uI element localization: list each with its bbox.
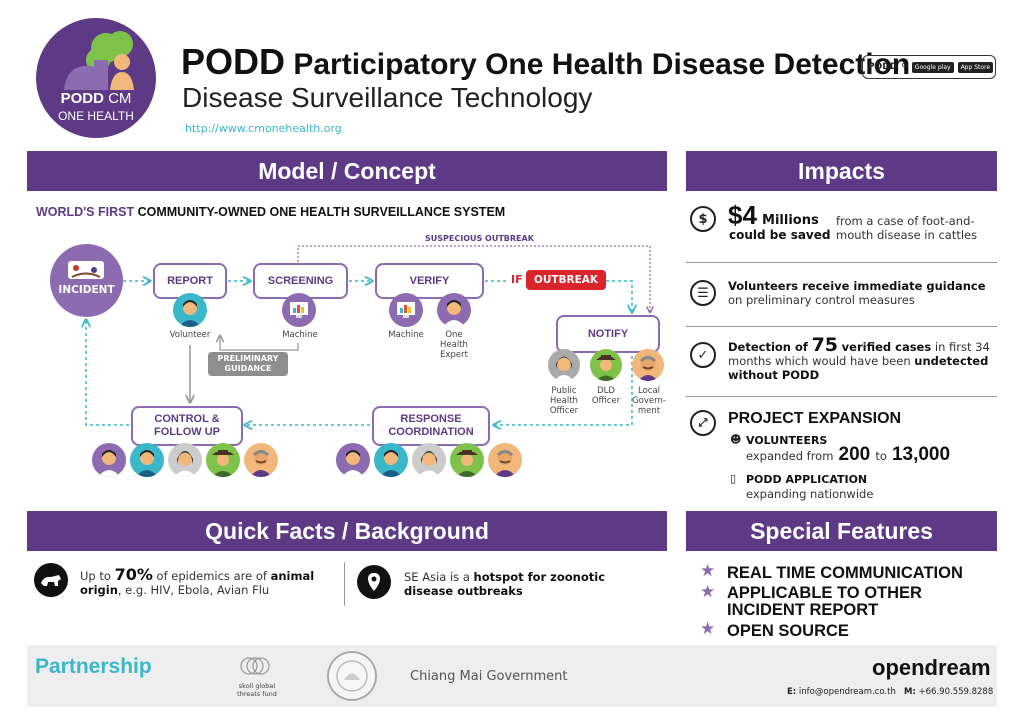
response-avatar-4 (450, 443, 484, 477)
incident-node: INCIDENT (50, 244, 123, 317)
impact-savings-desc: from a case of foot-and-mouth disease in… (836, 214, 978, 242)
location-pin-icon (357, 565, 391, 599)
volunteer-avatar (173, 293, 207, 327)
verify-node: VERIFY (375, 263, 484, 299)
volunteers-label: VOLUNTEERS (746, 434, 828, 447)
expert-avatar (437, 293, 471, 327)
email-link[interactable]: info@opendream.co.th (798, 687, 896, 697)
volunteer-caption: Volunteer (169, 330, 211, 340)
search-icon: ⚲ (901, 62, 908, 72)
quick-facts-header: Quick Facts / Background (27, 511, 667, 551)
impacts-divider-3 (686, 396, 997, 397)
app-store-badges: PODD ⚲ Google play App Store (862, 55, 996, 79)
page-subtitle: Disease Surveillance Technology (182, 82, 593, 113)
animals-icon (68, 261, 104, 279)
feature-applicable-1: APPLICABLE TO OTHER (727, 584, 922, 602)
control-avatar-5 (244, 443, 278, 477)
dollar-icon: $ (690, 206, 716, 232)
store-podd-label: PODD (868, 62, 898, 72)
feature-open-source: OPEN SOURCE (727, 622, 849, 640)
local-government-avatar (632, 349, 664, 381)
response-avatar-5 (488, 443, 522, 477)
impacts-divider-2 (686, 326, 997, 327)
contact-info: E: info@opendream.co.th M: +66.90.559.82… (787, 687, 994, 697)
page-title: PODD Participatory One Health Disease De… (181, 41, 911, 82)
app-store-badge[interactable]: App Store (957, 61, 994, 73)
star-icon: ★ (700, 561, 716, 581)
logo-figures-icon (64, 31, 134, 90)
computer-icon (290, 302, 308, 318)
control-avatar-4 (206, 443, 240, 477)
impacts-header: Impacts (686, 151, 997, 191)
machine-avatar-screening (282, 293, 316, 327)
checkmark-icon: ✓ (690, 342, 716, 368)
machine-caption-screening: Machine (282, 330, 318, 340)
fact-animal-origin: Up to 70% of epidemics are of animal ori… (80, 565, 315, 598)
impacts-divider-1 (686, 262, 997, 263)
feature-applicable-2: INCIDENT REPORT (727, 601, 879, 619)
logo-title: PODD CM (60, 90, 132, 107)
google-play-badge[interactable]: Google play (911, 61, 954, 73)
feature-real-time: REAL TIME COMMUNICATION (727, 564, 963, 582)
suspecious-outbreak-label: SUSPECIOUS OUTBREAK (425, 234, 534, 243)
podd-logo: PODD CM ONE HEALTH (36, 18, 156, 138)
computer-icon (397, 302, 415, 318)
notify-node: NOTIFY (556, 315, 660, 353)
special-features-header: Special Features (686, 511, 997, 551)
flow-arrows (0, 245, 680, 510)
model-concept-header: Model / Concept (27, 151, 667, 191)
response-avatar-2 (374, 443, 408, 477)
impact-detection: Detection of 75 verified cases in first … (728, 334, 990, 383)
app-label: PODD APPLICATION (746, 473, 868, 486)
phone-icon: ▯ (730, 472, 737, 485)
star-icon: ★ (700, 619, 716, 639)
document-icon: ☰ (690, 280, 716, 306)
impact-guidance: Volunteers receive immediate guidance on… (728, 279, 986, 307)
impact-saved-label: could be saved (729, 228, 831, 242)
animal-icon (34, 563, 68, 597)
skoll-logo-icon (237, 653, 277, 683)
control-follow-up-node: CONTROL &FOLLOW UP (131, 406, 243, 446)
project-expansion-title: PROJECT EXPANSION (728, 410, 902, 427)
logo-subtitle: ONE HEALTH (58, 109, 134, 123)
incident-label: INCIDENT (58, 284, 115, 296)
app-desc: expanding nationwide (746, 487, 874, 501)
if-label: IF (511, 273, 523, 286)
opendream-logo: opendream (872, 655, 991, 680)
facts-divider (344, 562, 345, 606)
impact-savings: $4 Millions (728, 200, 819, 230)
machine-avatar-verify (389, 293, 423, 327)
expand-icon: ⤢ (690, 410, 716, 436)
public-health-officer-avatar (548, 349, 580, 381)
star-icon: ★ (700, 582, 716, 602)
user-icon: ☻ (730, 433, 742, 446)
outbreak-badge: OUTBREAK (526, 270, 606, 290)
volunteers-growth: expanded from 200 to 13,000 (746, 444, 951, 465)
response-avatar-1 (336, 443, 370, 477)
chiang-mai-government-label: Chiang Mai Government (410, 669, 568, 684)
control-avatar-3 (168, 443, 202, 477)
control-avatar-2 (130, 443, 164, 477)
control-avatar-1 (92, 443, 126, 477)
fact-hotspot: SE Asia is a hotspot for zoonotic diseas… (404, 570, 606, 598)
model-tagline: WORLD'S FIRST COMMUNITY-OWNED ONE HEALTH… (36, 205, 506, 219)
chiang-mai-seal-icon (327, 651, 377, 701)
partnership-title: Partnership (35, 655, 152, 678)
website-link[interactable]: http://www.cmonehealth.org (185, 122, 342, 135)
dld-officer-avatar (590, 349, 622, 381)
machine-caption-verify: Machine (388, 330, 424, 340)
response-avatar-3 (412, 443, 446, 477)
